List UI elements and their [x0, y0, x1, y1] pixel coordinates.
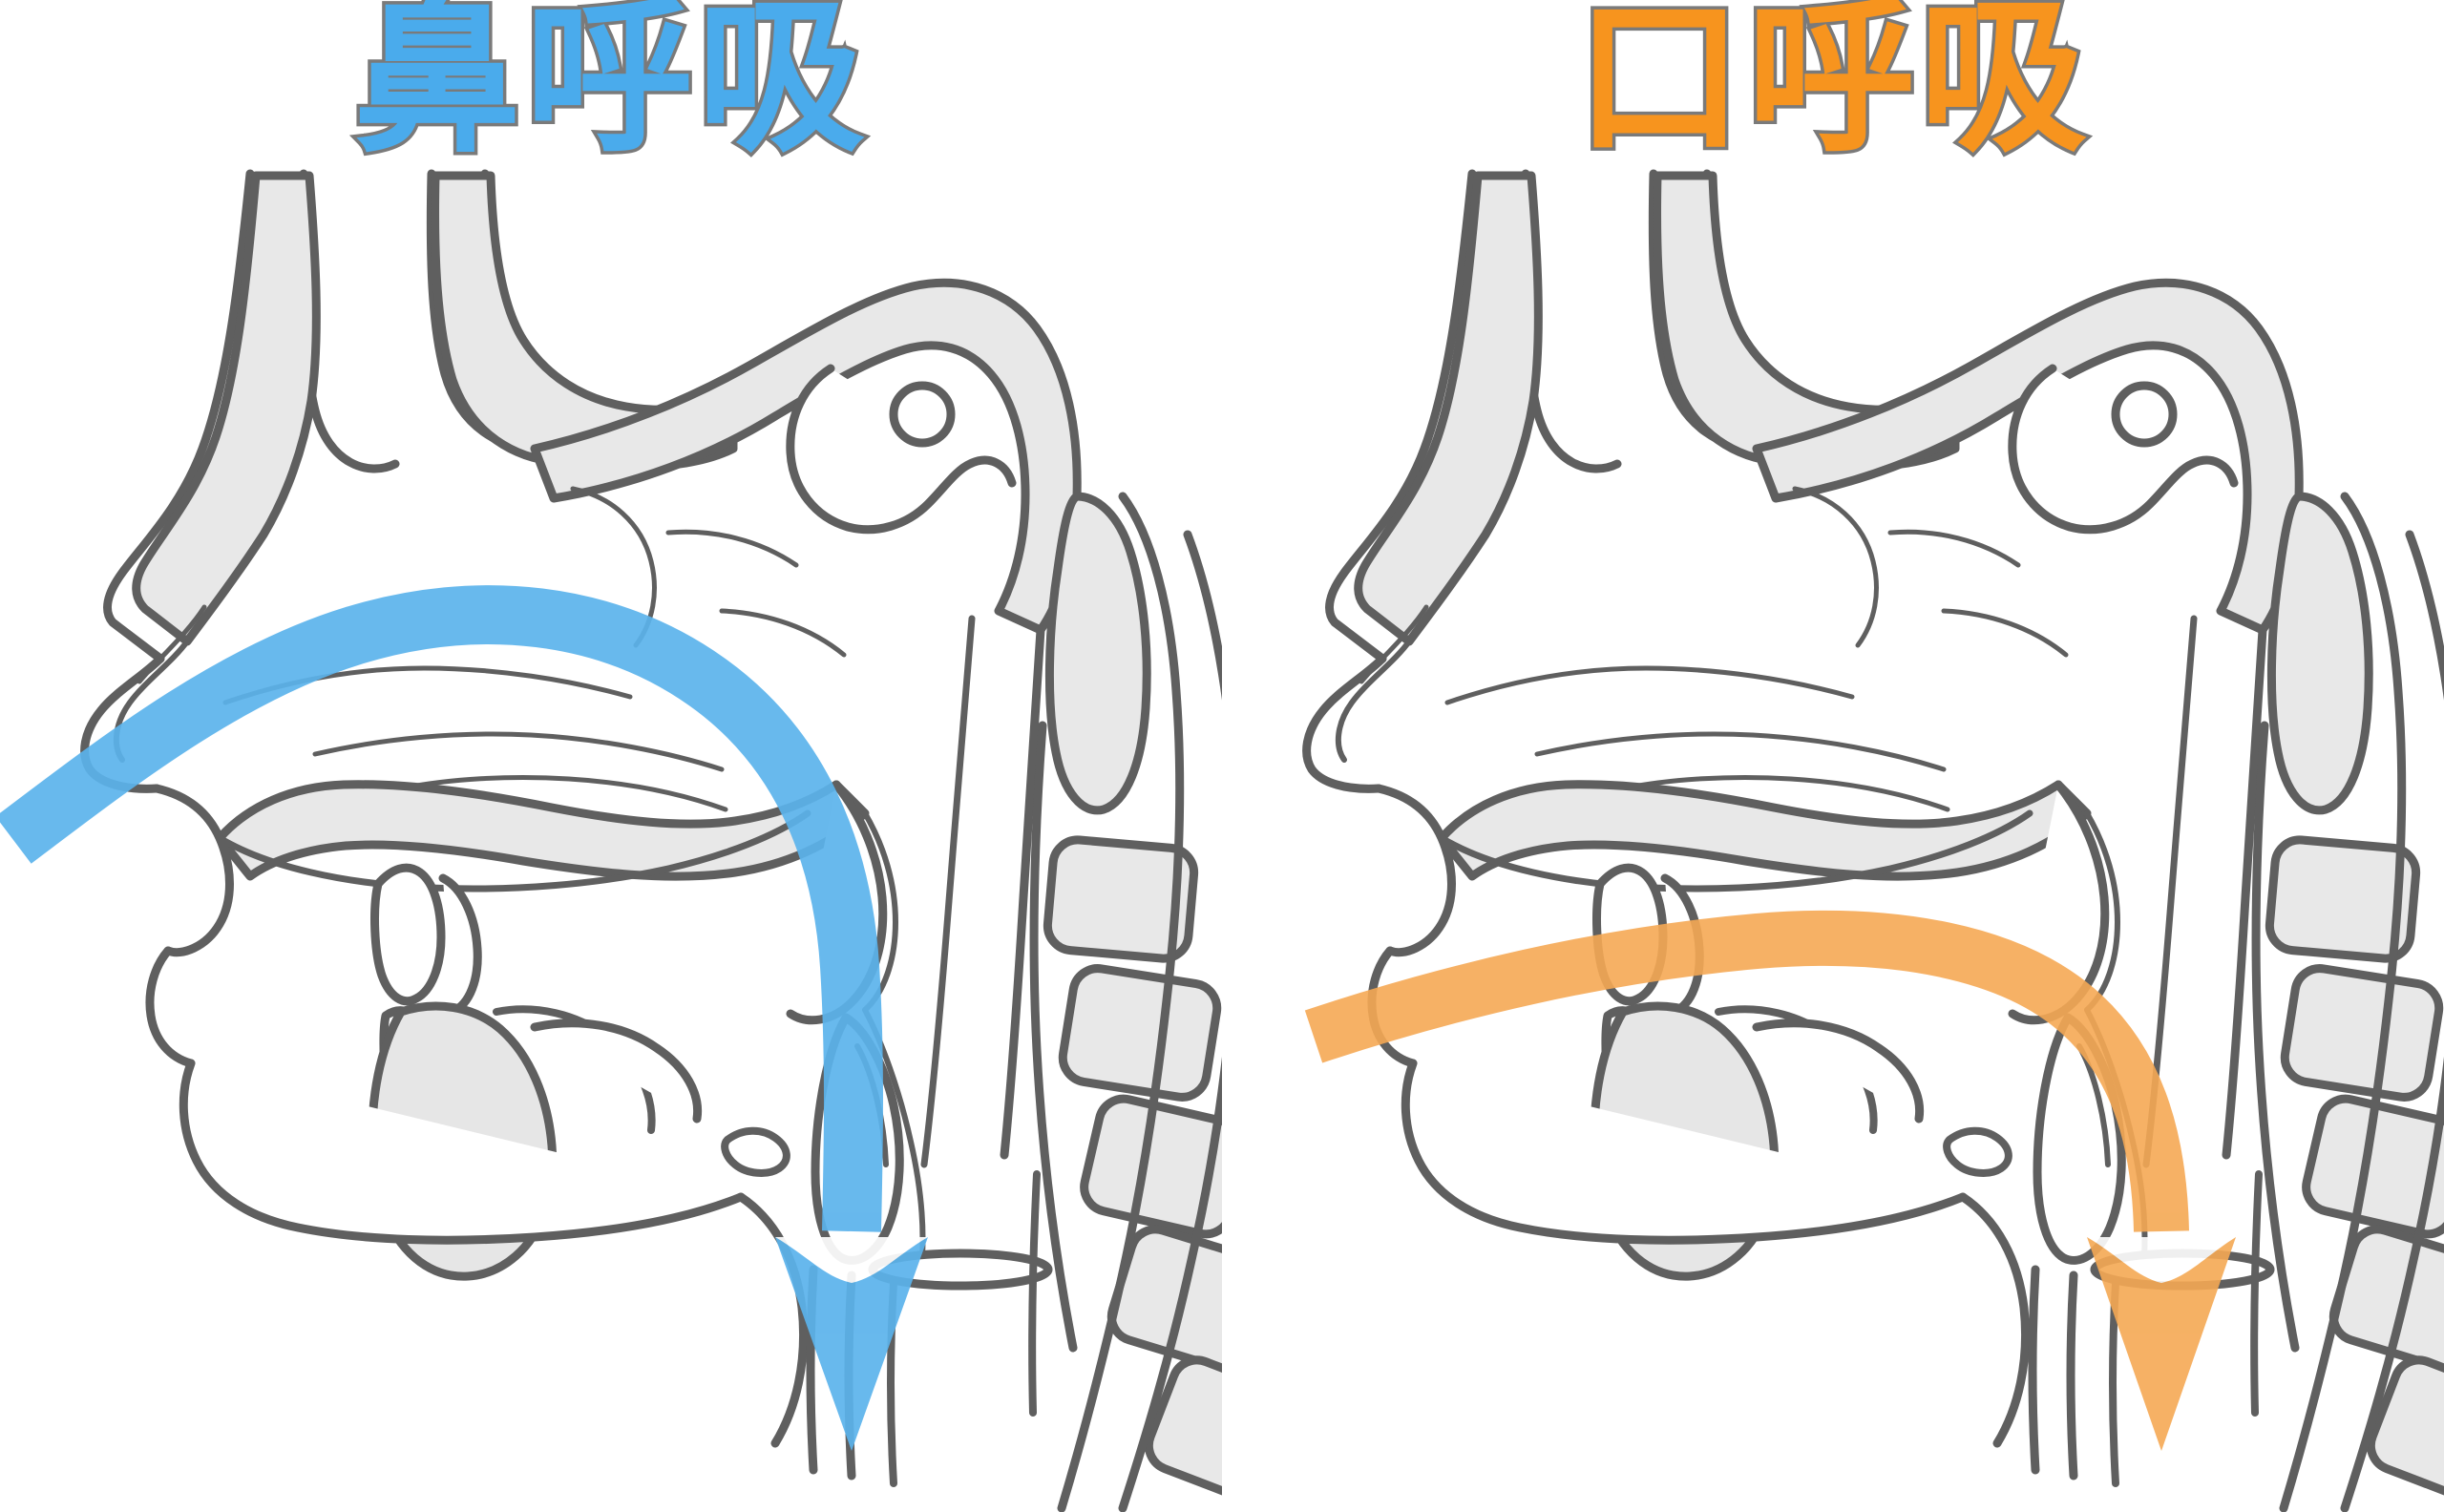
hyoid-bone — [721, 1126, 790, 1177]
palate — [1437, 780, 2092, 892]
vertebra-c6 — [2366, 1355, 2444, 1512]
oral-anatomy-illustration — [1222, 0, 2444, 1512]
lips — [145, 784, 234, 1068]
cranial-base — [1752, 278, 2304, 635]
cranial-base — [530, 278, 1082, 635]
nasal-airflow-arrow — [0, 585, 928, 1451]
mandible — [1401, 1059, 2031, 1448]
frontal-bone — [1325, 169, 1622, 663]
oral-airflow-arrow — [1304, 910, 2236, 1451]
neck-contour — [1118, 530, 1222, 1512]
vertebra-c2 — [1043, 835, 1199, 963]
cervical-vertebrae — [2251, 492, 2444, 1512]
panel-mouth-breathing: 口呼吸 — [1222, 0, 2444, 1512]
nasal-anatomy-illustration — [0, 169, 1222, 1512]
vertebra-c3 — [2280, 964, 2444, 1102]
pituitary-circle — [889, 381, 956, 448]
cervical-vertebrae — [1029, 492, 1222, 1512]
nose-profile — [1302, 604, 1429, 793]
neck-contour — [2340, 530, 2444, 1512]
vertebra-c5 — [2328, 1225, 2444, 1376]
panel-title-oral: 口呼吸 — [1571, 0, 2091, 176]
nasal-turbinates — [222, 486, 847, 812]
hyoid-bone — [1943, 1126, 2012, 1177]
upper-incisor — [370, 863, 482, 1017]
frontal-bone — [103, 169, 400, 663]
vertebra-c1 — [2266, 492, 2373, 815]
vertebra-c3 — [1058, 964, 1222, 1102]
palate — [215, 780, 870, 892]
vertebra-c1 — [1044, 492, 1151, 815]
pituitary-circle — [2111, 381, 2178, 448]
vertebra-c2 — [2265, 835, 2421, 963]
nasal-turbinates — [1444, 486, 2069, 812]
panel-title-nasal: 鼻呼吸 — [349, 0, 869, 176]
panel-nasal-breathing: 鼻呼吸 — [0, 0, 1222, 1512]
vertebra-c5 — [1106, 1225, 1222, 1376]
vertebra-c6 — [1144, 1355, 1222, 1512]
